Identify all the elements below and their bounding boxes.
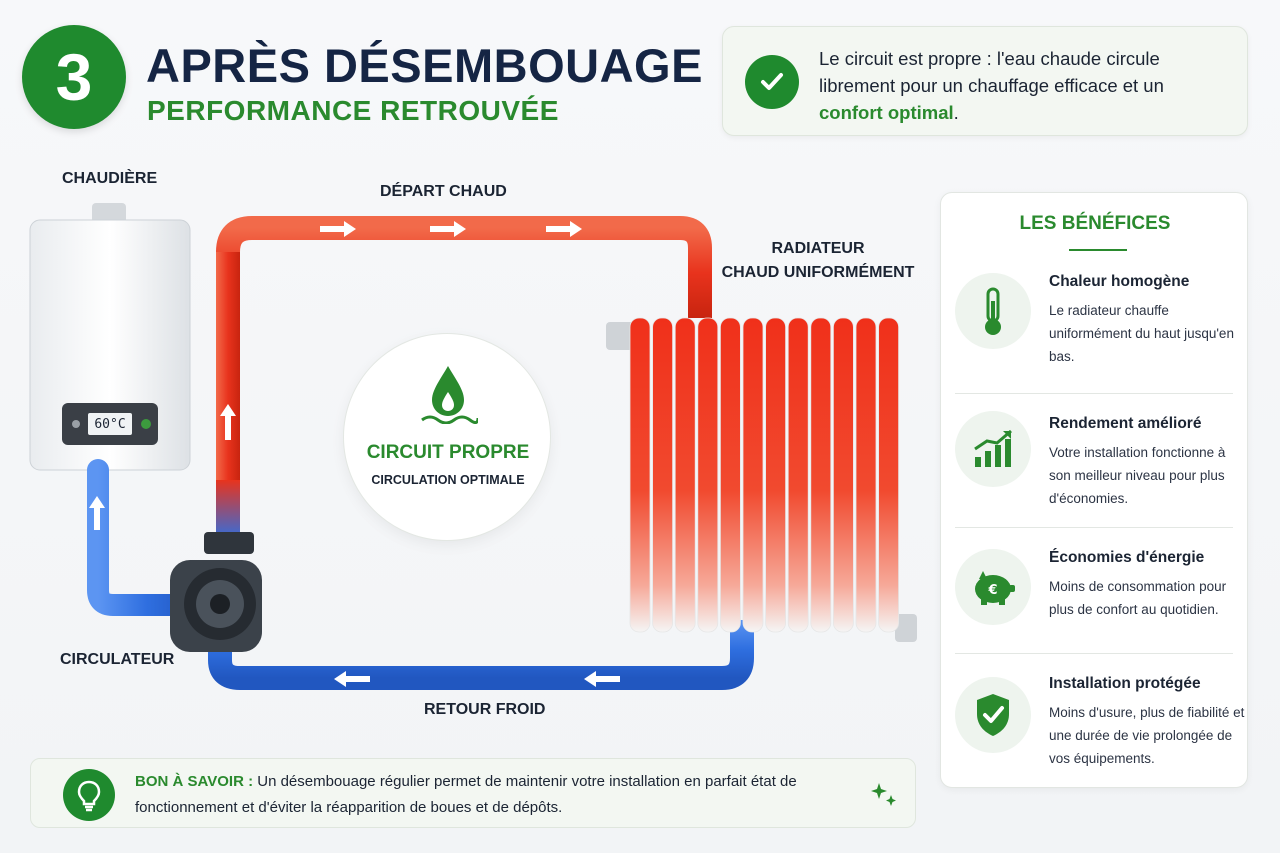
benefit-item: Installation protégée Moins d'usure, plu… [951, 675, 1245, 775]
thermometer-icon [955, 273, 1031, 349]
benefits-panel: LES BÉNÉFICES Chaleur homogène Le radiat… [940, 192, 1248, 788]
flow-arrows [89, 221, 620, 687]
radiator-fin [652, 317, 673, 633]
benefit-text: Le radiateur chauffe uniformément du hau… [1049, 303, 1234, 364]
radiator-fin [674, 317, 696, 633]
benefit-item: Rendement amélioré Votre installation fo… [951, 411, 1243, 515]
radiator-fin [742, 317, 764, 633]
tip-text: BON À SAVOIR : Un désembouage régulier p… [135, 773, 797, 816]
page-title: APRÈS DÉSEMBOUAGE [146, 39, 703, 92]
benefit-text: Moins de consommation pour plus de confo… [1049, 579, 1227, 617]
shield-check-icon [955, 677, 1031, 753]
benefits-title: LES BÉNÉFICES [1019, 213, 1171, 234]
benefit-title: Installation protégée [1049, 675, 1201, 692]
sparkle-icon [869, 781, 899, 816]
step-number-badge: 3 [22, 25, 126, 129]
benefit-title: Rendement amélioré [1049, 415, 1202, 432]
benefit-text: Moins d'usure, plus de fiabilité et une … [1049, 705, 1245, 766]
page-subtitle: PERFORMANCE RETROUVÉE [147, 95, 559, 126]
svg-text:€: € [987, 583, 997, 598]
check-circle-icon [745, 55, 799, 109]
divider [955, 393, 1233, 394]
benefit-item: € Économies d'énergie Moins de consommat… [951, 549, 1243, 649]
center-title: CIRCUIT PROPRE [366, 442, 530, 463]
radiator-fin [833, 317, 854, 633]
info-highlight: confort optimal [819, 102, 954, 123]
tip-label: BON À SAVOIR : [135, 773, 254, 790]
radiator-fin [787, 317, 809, 633]
tip-banner: BON À SAVOIR : Un désembouage régulier p… [30, 758, 916, 828]
info-card: Le circuit est propre : l'eau chaude cir… [722, 26, 1248, 136]
benefit-title: Chaleur homogène [1049, 273, 1190, 290]
info-text: Le circuit est propre : l'eau chaude cir… [819, 48, 1164, 123]
radiator-fin [720, 317, 741, 633]
hot-flow-label: DÉPART CHAUD [380, 183, 507, 200]
benefit-item: Chaleur homogène Le radiateur chauffe un… [951, 273, 1243, 373]
water-drop-icon [418, 362, 480, 429]
center-subtitle: CIRCULATION OPTIMALE [371, 473, 525, 487]
radiator [606, 317, 917, 642]
growth-chart-icon [955, 411, 1031, 487]
piggy-bank-icon: € [955, 549, 1031, 625]
boiler-label: CHAUDIÈRE [62, 170, 158, 187]
boiler-display: 60°C [94, 416, 126, 432]
radiator-label-line2: CHAUD UNIFORMÉMENT [721, 264, 915, 281]
radiator-fin [810, 317, 832, 633]
radiator-fin [629, 317, 651, 633]
clean-circuit-badge: CIRCUIT PROPRE CIRCULATION OPTIMALE [343, 333, 551, 541]
benefits-title-underline [1069, 249, 1127, 251]
radiator-fin [855, 317, 877, 633]
benefit-title: Économies d'énergie [1049, 549, 1205, 566]
return-label: RETOUR FROID [424, 701, 546, 718]
divider [955, 527, 1233, 528]
radiator-label-line1: RADIATEUR [771, 240, 865, 257]
lightbulb-icon [63, 769, 115, 821]
circulator-pump [170, 532, 262, 652]
divider [955, 653, 1233, 654]
radiator-fin [765, 317, 786, 633]
benefit-text: Votre installation fonctionne à son meil… [1049, 445, 1226, 506]
radiator-fin [878, 317, 899, 633]
pump-label: CIRCULATEUR [60, 651, 175, 668]
boiler [29, 203, 191, 471]
radiator-fin [697, 317, 719, 633]
